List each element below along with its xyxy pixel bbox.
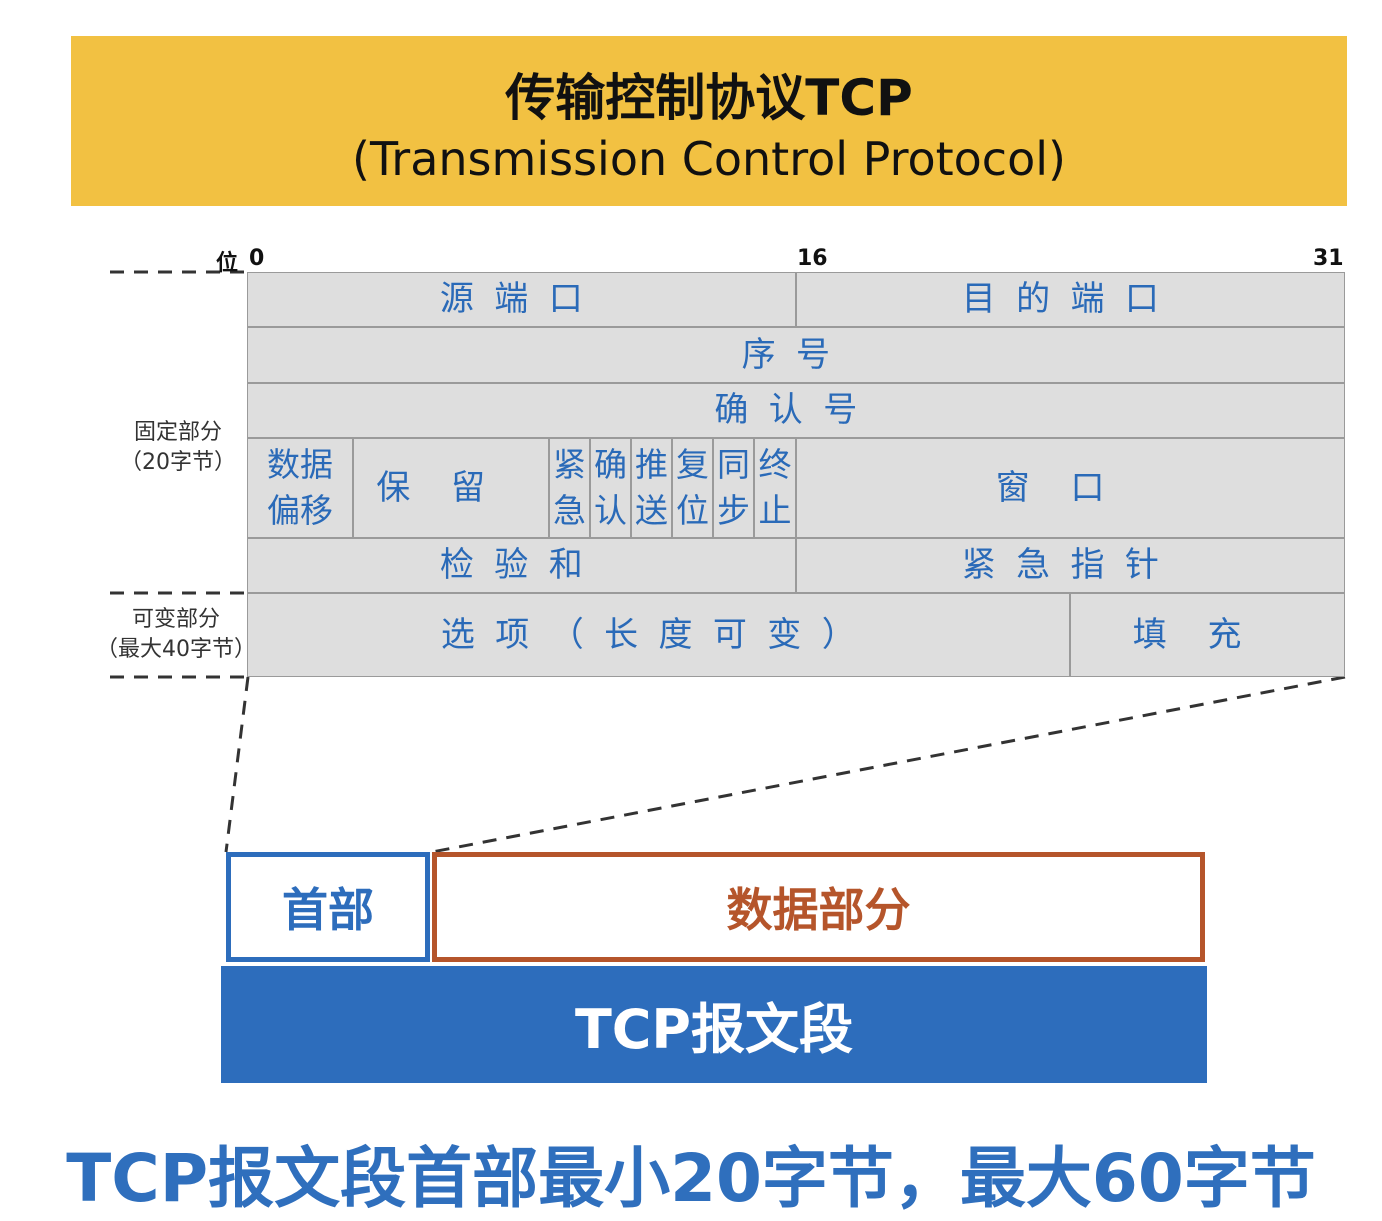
fixed-part-label-line1: 固定部分 [133, 420, 222, 445]
flag-psh: 推 送 [631, 438, 672, 538]
flag-syn-top: 同 [717, 445, 750, 484]
flag-ack-bottom: 认 [594, 491, 627, 530]
flag-syn-bottom: 步 [717, 491, 750, 530]
bit-31-label: 31 [1313, 246, 1344, 271]
right-connector-line [431, 675, 1346, 854]
variable-part-label: 可变部分 （最大40字节） [96, 605, 256, 665]
sequence-number-field: 序号 [247, 327, 1345, 383]
data-offset-line2: 偏移 [267, 491, 333, 530]
title-english: (Transmission Control Protocol) [352, 132, 1066, 186]
segment-header-box: 首部 [226, 852, 430, 962]
flag-fin: 终 止 [754, 438, 796, 538]
variable-part-label-line1: 可变部分 [131, 607, 220, 632]
flag-urg-top: 紧 [553, 445, 586, 484]
options-field: 选项（长度可变） [247, 593, 1070, 677]
flag-psh-top: 推 [635, 445, 668, 484]
flag-urg: 紧 急 [549, 438, 590, 538]
checksum-field: 检验和 [247, 538, 796, 593]
reserved-field: 保留 [353, 438, 549, 538]
flag-fin-bottom: 止 [758, 491, 792, 530]
source-port-field: 源端口 [247, 272, 796, 327]
flag-urg-bottom: 急 [553, 491, 586, 530]
variable-part-label-line2: （最大40字节） [96, 637, 256, 662]
ack-number-field: 确认号 [247, 383, 1345, 438]
data-offset-line1: 数据 [267, 445, 333, 484]
padding-field: 填充 [1070, 593, 1345, 677]
destination-port-field: 目的端口 [796, 272, 1345, 327]
left-connector-line [224, 676, 250, 853]
window-field: 窗口 [796, 438, 1345, 538]
tcp-segment-bar: TCP报文段 [221, 966, 1207, 1083]
title-banner: 传输控制协议TCP (Transmission Control Protocol… [71, 36, 1347, 206]
flag-ack-top: 确 [594, 445, 627, 484]
bit-16-label: 16 [797, 246, 828, 271]
flag-rst-bottom: 位 [676, 491, 709, 530]
bit-0-label: 0 [249, 246, 265, 271]
flag-rst-top: 复 [676, 445, 709, 484]
caption: TCP报文段首部最小20字节，最大60字节 [66, 1140, 1316, 1217]
data-offset-field: 数据 偏移 [247, 438, 353, 538]
segment-data-box: 数据部分 [432, 852, 1205, 962]
flag-psh-bottom: 送 [635, 491, 668, 530]
flag-rst: 复 位 [672, 438, 713, 538]
flag-syn: 同 步 [713, 438, 754, 538]
flag-fin-top: 终 [758, 445, 792, 484]
title-chinese: 传输控制协议TCP [505, 69, 913, 127]
urgent-pointer-field: 紧急指针 [796, 538, 1345, 593]
flag-ack: 确 认 [590, 438, 631, 538]
fixed-part-label: 固定部分 （20字节） [108, 418, 248, 478]
bit-unit-label: 位 [216, 251, 239, 276]
fixed-part-label-line2: （20字节） [120, 450, 236, 475]
